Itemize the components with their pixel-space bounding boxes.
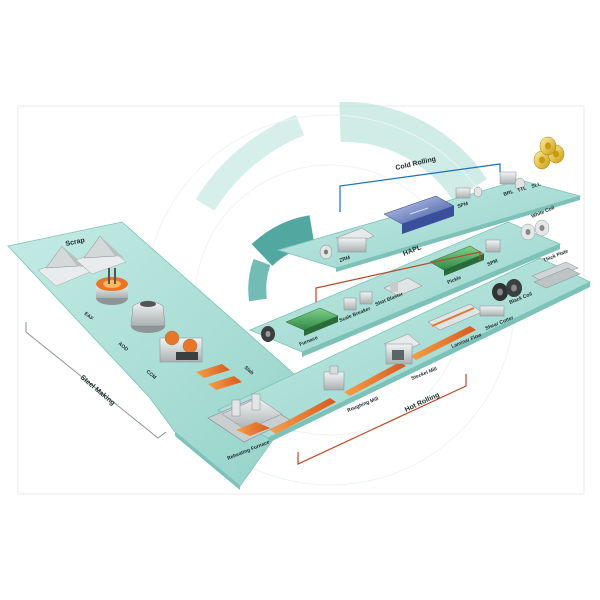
hot-rolling-platform-edge xyxy=(268,282,590,443)
hot-rolling-title: Hot Rolling xyxy=(404,392,441,414)
ttl-label: TTL xyxy=(517,185,528,194)
gold-coils-icon xyxy=(533,136,565,170)
brl-ttl-sll-icon xyxy=(499,171,526,191)
cold-spm-label: SPM xyxy=(457,201,469,210)
shot-blaster-icon xyxy=(383,277,423,297)
shear-cutter-icon xyxy=(479,305,505,317)
reheating-furnace-icon xyxy=(207,393,291,443)
pickle-label: Pickle xyxy=(447,275,463,286)
scale-breaker-icon xyxy=(343,291,373,311)
cold-spm-icon xyxy=(455,186,483,199)
cold-rolling-bracket xyxy=(339,163,501,212)
hapl-platform-edge xyxy=(302,244,560,357)
black-coil-icon xyxy=(492,279,522,301)
ccm-label: CCM xyxy=(145,369,158,381)
hapl-entry-coil-icon xyxy=(261,326,275,342)
white-coil-icon xyxy=(520,219,550,241)
roughing-mill-icon xyxy=(323,365,345,391)
pickle-tank-icon xyxy=(429,245,485,276)
sll-label: SLL xyxy=(531,181,542,190)
slab-label: Slab xyxy=(243,365,255,376)
brl-label: BRL xyxy=(503,189,515,198)
aod-converter-icon xyxy=(130,300,166,333)
hapl-spm-label: SPM xyxy=(487,258,499,268)
eaf-label: EAF xyxy=(83,311,95,322)
cold-rolling-platform-edge xyxy=(336,196,580,272)
cold-annealing-furnace-icon xyxy=(383,195,455,234)
hapl-bracket xyxy=(315,251,481,302)
scrap-pile-icon xyxy=(37,235,127,287)
frame-border xyxy=(17,105,585,495)
cold-entry-coil-icon xyxy=(319,244,333,260)
zrm-label: ZRM xyxy=(339,255,351,264)
steel-making-title: Steel Making xyxy=(79,374,116,407)
scrap-label: Scrap xyxy=(65,237,85,248)
hot-strip-line xyxy=(270,326,476,434)
ccm-caster-icon xyxy=(159,330,203,363)
aod-label: AOD xyxy=(117,341,130,353)
slab-icon xyxy=(196,364,242,390)
steel-making-bracket xyxy=(25,322,167,439)
hapl-furnace-icon xyxy=(285,307,339,336)
steckel-mill-icon xyxy=(383,333,421,365)
hot-rolling-bracket xyxy=(297,374,467,465)
thick-plate-icon xyxy=(531,261,581,289)
zrm-mill-icon xyxy=(335,227,375,253)
steel-making-platform-edge xyxy=(175,432,240,490)
eaf-furnace-icon xyxy=(96,268,128,305)
hapl-spm-icon xyxy=(485,239,501,253)
